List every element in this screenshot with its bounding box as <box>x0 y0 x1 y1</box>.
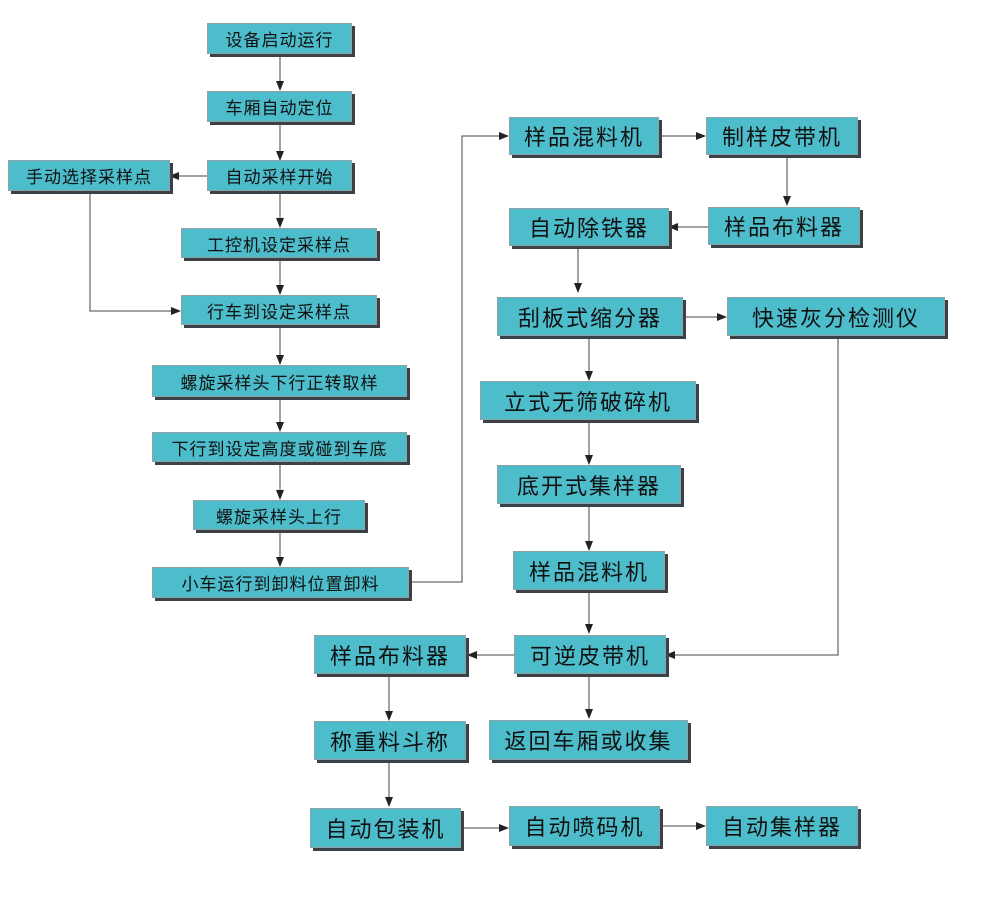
step-distributor-left: 样品布料器 <box>314 635 466 674</box>
step-mixer-top: 样品混料机 <box>509 117 659 155</box>
step-distributor-right: 样品布料器 <box>708 207 860 245</box>
step-auto-collector: 自动集样器 <box>706 806 858 846</box>
step-start: 设备启动运行 <box>207 23 352 54</box>
step-down-to-depth: 下行到设定高度或碰到车底 <box>152 432 407 462</box>
step-cart-unload: 小车运行到卸料位置卸料 <box>152 567 409 598</box>
step-reversible-belt: 可逆皮带机 <box>514 635 666 674</box>
step-ipc-set: 工控机设定采样点 <box>181 228 377 258</box>
step-spiral-up: 螺旋采样头上行 <box>193 500 365 530</box>
step-scraper-divider: 刮板式缩分器 <box>497 297 683 336</box>
step-auto-coder: 自动喷码机 <box>509 806 660 846</box>
step-spiral-down: 螺旋采样头下行正转取样 <box>152 365 407 397</box>
step-crusher: 立式无筛破碎机 <box>480 381 696 420</box>
step-ash-analyzer: 快速灰分检测仪 <box>727 297 945 336</box>
step-position: 车厢自动定位 <box>207 91 352 122</box>
step-prep-belt: 制样皮带机 <box>706 117 858 155</box>
step-mixer-middle: 样品混料机 <box>513 551 665 590</box>
step-manual-select: 手动选择采样点 <box>8 160 170 191</box>
step-return-collect: 返回车厢或收集 <box>489 720 688 760</box>
step-bottom-collector: 底开式集样器 <box>497 465 681 504</box>
step-auto-packer: 自动包装机 <box>310 808 461 848</box>
step-crane-move: 行车到设定采样点 <box>181 295 377 325</box>
step-weigh-hopper: 称重料斗称 <box>314 721 466 760</box>
step-iron-remover: 自动除铁器 <box>509 208 669 246</box>
step-sampling-start: 自动采样开始 <box>207 160 352 191</box>
